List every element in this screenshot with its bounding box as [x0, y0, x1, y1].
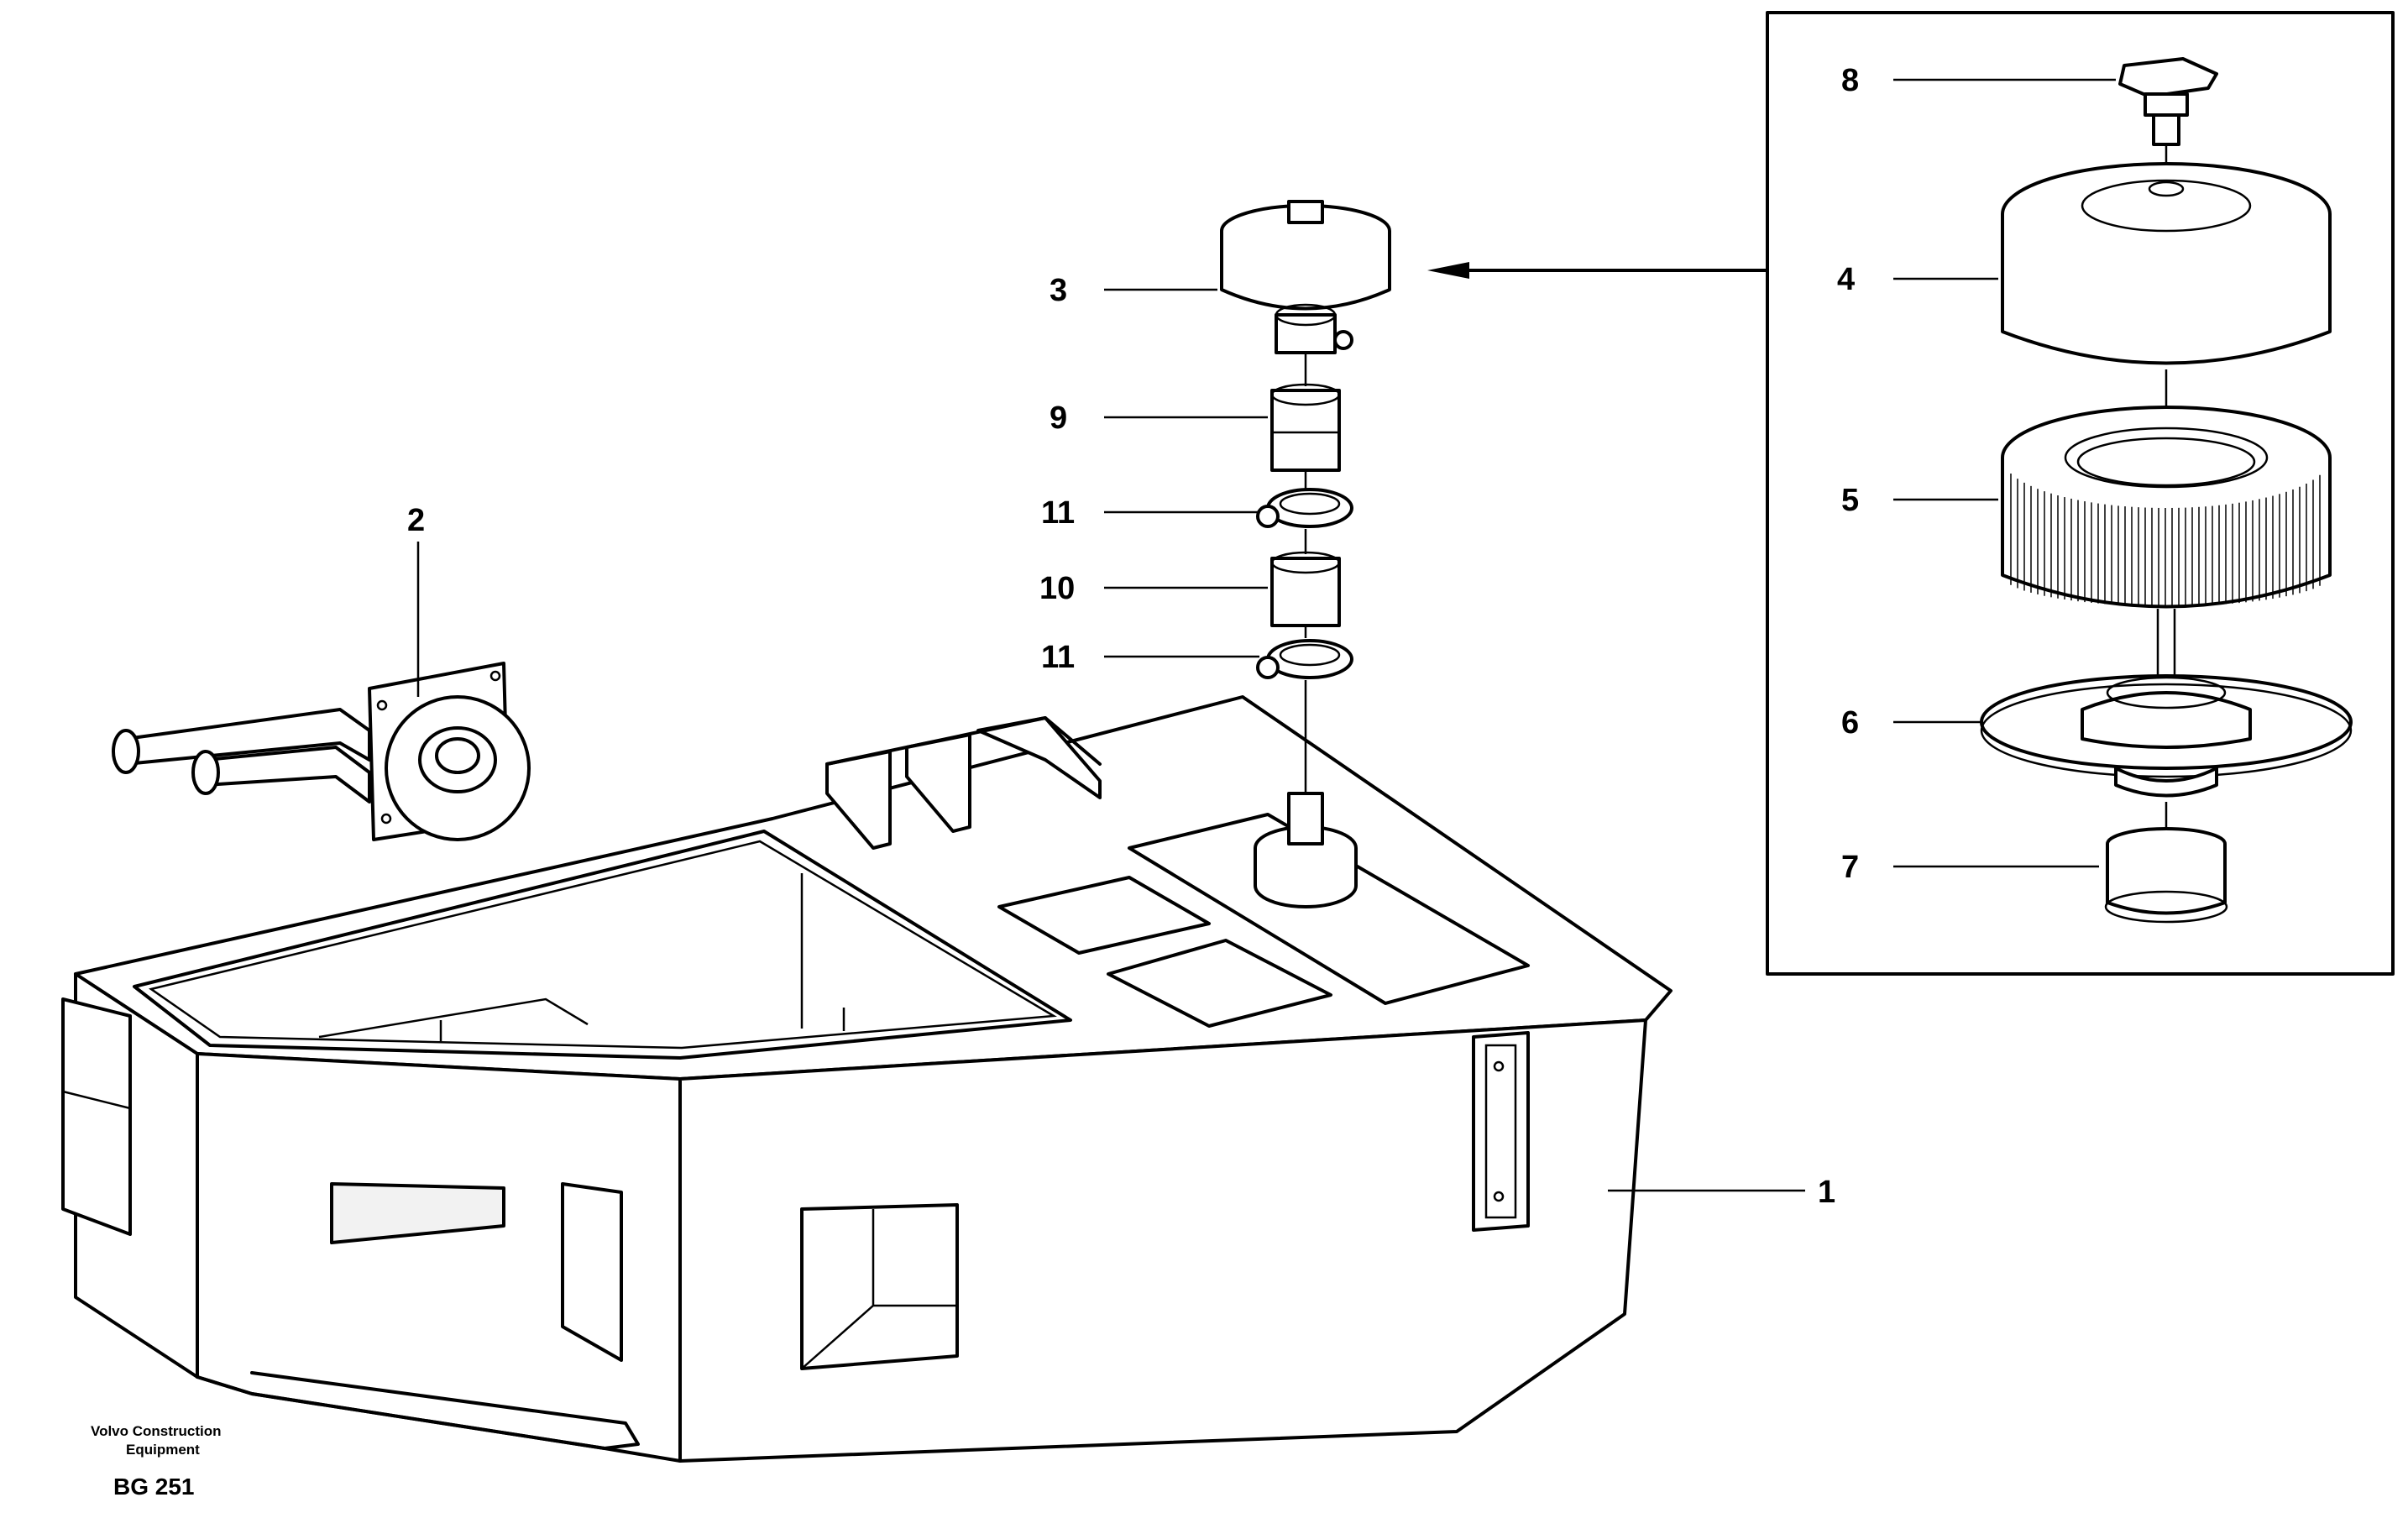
callout-11-lower: 11 [1041, 640, 1075, 675]
detail-box [1427, 11, 2395, 976]
callout-3: 3 [1050, 273, 1067, 308]
callout-7: 7 [1841, 850, 1859, 885]
heater-valve-part-2 [112, 662, 531, 841]
callout-10: 10 [1039, 571, 1075, 606]
housing-part-1 [61, 695, 1673, 1463]
callout-9: 9 [1050, 400, 1067, 436]
callout-2: 2 [407, 503, 425, 538]
callout-4: 4 [1837, 262, 1855, 297]
filter-stack [1220, 200, 1391, 739]
publisher-footer: Volvo Construction Equipment BG 251 [91, 1423, 222, 1500]
publisher-line-2: Equipment [126, 1442, 200, 1458]
figure-code: BG 251 [113, 1474, 195, 1500]
callout-5: 5 [1841, 483, 1859, 518]
publisher-line-1: Volvo Construction [91, 1423, 222, 1439]
callout-8: 8 [1841, 63, 1859, 98]
callout-labels: 1 2 3 4 5 6 7 8 9 10 11 11 [407, 63, 1859, 1210]
callout-1: 1 [1818, 1175, 1835, 1210]
filter-pleats [2010, 473, 2321, 606]
callout-11-upper: 11 [1041, 495, 1075, 531]
callout-6: 6 [1841, 705, 1859, 741]
leader-lines [416, 78, 2116, 1192]
